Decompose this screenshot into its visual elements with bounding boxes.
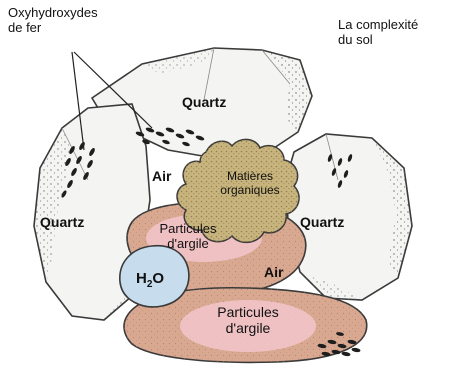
iron-oxyhydroxides-label: Oxyhydroxydes de fer: [8, 6, 98, 36]
water-label: H2O: [136, 270, 164, 291]
iron-label-line-1: Oxyhydroxydes: [8, 6, 98, 21]
quartz-left-label: Quartz: [40, 214, 84, 230]
air-right-label: Air: [264, 264, 283, 280]
water-label-o: O: [152, 270, 164, 287]
clay-lower-line-1: Particules: [198, 304, 298, 320]
clay-lower-label: Particules d'argile: [198, 304, 298, 336]
water-label-h: H: [136, 270, 147, 287]
clay-upper-line-1: Particules: [138, 222, 238, 237]
quartz-right-label: Quartz: [300, 214, 344, 230]
title-line-2: du sol: [338, 33, 418, 48]
title-line-1: La complexité: [338, 18, 418, 33]
clay-upper-line-2: d'argile: [138, 237, 238, 252]
organic-line-1: Matières: [205, 170, 295, 184]
air-left-label: Air: [152, 168, 171, 184]
diagram-title: La complexité du sol: [338, 18, 418, 48]
iron-label-line-2: de fer: [8, 21, 98, 36]
clay-lower-line-2: d'argile: [198, 320, 298, 336]
clay-upper-label: Particules d'argile: [138, 222, 238, 252]
quartz-top-label: Quartz: [182, 94, 226, 110]
organic-matter-label: Matières organiques: [205, 170, 295, 198]
organic-line-2: organiques: [205, 184, 295, 198]
